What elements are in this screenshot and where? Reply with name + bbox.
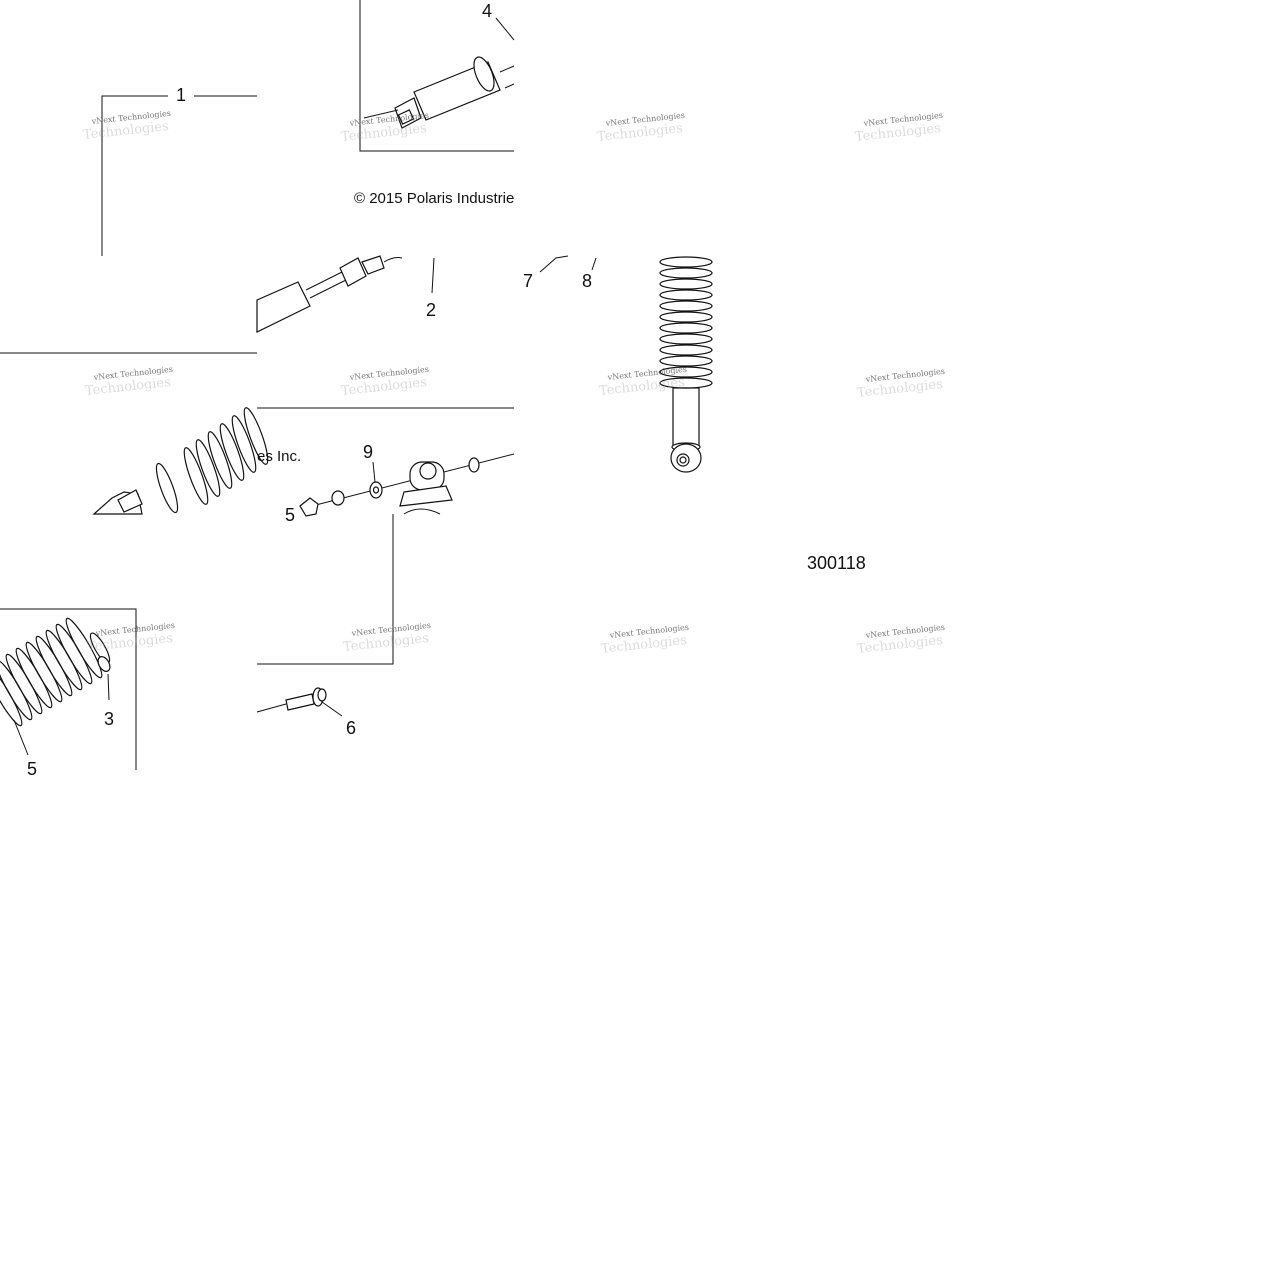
leader-line-4 xyxy=(495,17,515,41)
spring-coil xyxy=(15,647,53,709)
frame-box-4 xyxy=(359,0,514,152)
callout-8[interactable]: 8 xyxy=(582,271,592,291)
leader-line-9 xyxy=(372,461,376,483)
spring-coil xyxy=(659,311,713,323)
spring-coil xyxy=(659,322,713,334)
tile-callout-6: 6 xyxy=(256,687,356,738)
spring-coil xyxy=(5,653,43,715)
spring-coil xyxy=(45,629,83,691)
spring-coil xyxy=(65,617,103,679)
callout-7[interactable]: 7 xyxy=(523,271,533,291)
spring-coil xyxy=(243,407,269,465)
spring-coil xyxy=(659,256,713,268)
copyright-fragment: es Inc. xyxy=(257,448,301,465)
callout-6[interactable]: 6 xyxy=(346,718,356,738)
frame-box-3 xyxy=(0,608,137,770)
spring-coil xyxy=(195,439,221,497)
shock-body-part xyxy=(363,56,515,129)
leader-line-5 xyxy=(13,719,29,756)
spring-coil xyxy=(207,431,233,489)
bolt-part xyxy=(256,687,327,713)
spring-coil-part xyxy=(0,617,103,727)
spring-coil xyxy=(659,344,713,356)
hardware-stack-part xyxy=(299,453,515,517)
leader-line-6 xyxy=(321,701,343,717)
spring-coil xyxy=(659,377,713,389)
spring-coil xyxy=(25,641,63,703)
leader-line-7 xyxy=(539,255,569,273)
leader-line-3 xyxy=(107,673,110,701)
spring-coil xyxy=(659,355,713,367)
shock-rod-part xyxy=(256,255,403,333)
callouts-7-8: 7 8 xyxy=(523,255,597,291)
spring-coil xyxy=(219,423,245,481)
frame-box-9-lower xyxy=(257,514,394,665)
copyright-caption: © 2015 Polaris Industrie xyxy=(354,190,514,207)
spring-coil xyxy=(659,333,713,345)
spring-coil xyxy=(0,665,23,727)
callout-1[interactable]: 1 xyxy=(176,85,186,105)
leader-box-1 xyxy=(101,95,168,256)
tile-callout-4: 4 xyxy=(359,0,515,152)
spring-coil xyxy=(35,635,73,697)
tile-callout-1: 1 xyxy=(101,85,257,256)
callout-4[interactable]: 4 xyxy=(482,1,492,21)
leader-line-8 xyxy=(591,257,597,271)
figure-number: 300118 xyxy=(807,553,866,573)
spring-coil xyxy=(659,300,713,312)
tile-callout-2: 2 xyxy=(0,255,436,354)
spring-coil xyxy=(659,267,713,279)
tile-callout-3-5: 3 5 xyxy=(0,608,137,779)
spring-coil xyxy=(659,289,713,301)
tile-callout-9: 9 5 xyxy=(257,407,515,665)
leader-line-2 xyxy=(431,257,435,294)
spring-flange-part xyxy=(92,407,269,515)
callout-2[interactable]: 2 xyxy=(426,300,436,320)
spring-coil xyxy=(659,278,713,290)
spring-coil xyxy=(183,447,209,505)
spring-coil xyxy=(231,415,257,473)
shock-assembly-part xyxy=(659,256,713,473)
callout-5[interactable]: 5 xyxy=(27,759,37,779)
callout-5-partial[interactable]: 5 xyxy=(285,505,295,525)
callout-3[interactable]: 3 xyxy=(104,709,114,729)
spring-coil xyxy=(659,366,713,378)
spring-coil xyxy=(0,659,33,721)
callout-9[interactable]: 9 xyxy=(363,442,373,462)
